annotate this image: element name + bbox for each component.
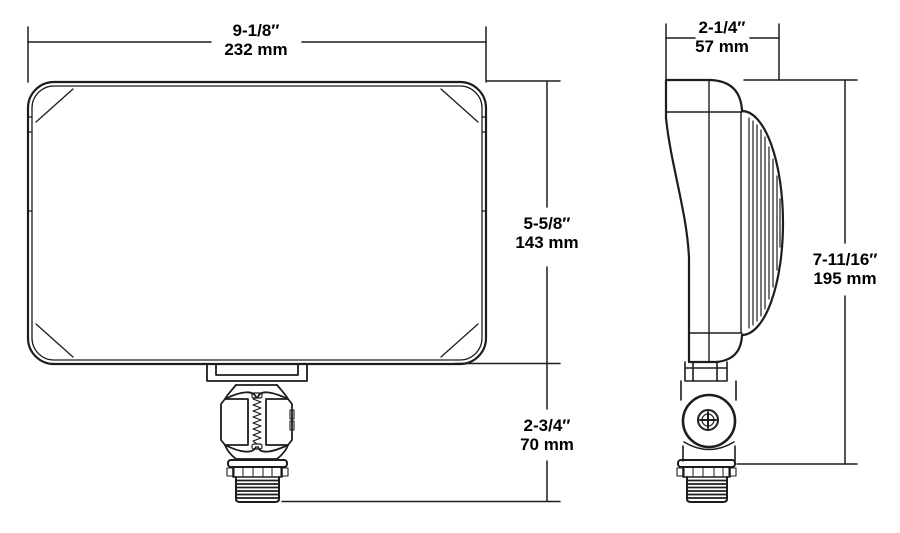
side-threaded-nipple: [686, 476, 728, 503]
stem-flange: [227, 459, 288, 468]
knuckle-pivot-boss: [681, 393, 737, 449]
mounting-bracket: [206, 363, 308, 382]
lock-nut: [226, 466, 289, 478]
dim-front-height-extensions: [454, 80, 561, 365]
knuckle-joint: [220, 384, 295, 460]
corner-chamfer-line: [440, 88, 479, 123]
knuckle-notch: [289, 420, 295, 431]
serration-teeth: [252, 396, 262, 445]
dim-value-inches: 9-1/8″: [232, 21, 280, 40]
dim-value-mm: 195 mm: [813, 269, 877, 288]
thread-lines: [235, 479, 280, 499]
side-knuckle: [680, 380, 737, 462]
corner-chamfer-line: [35, 323, 74, 358]
dim-value-inches: 2-3/4″: [523, 416, 571, 435]
front-housing-bezel: [31, 85, 483, 361]
side-lock-nut: [676, 466, 737, 478]
edge-tick-marks: [27, 116, 487, 212]
knuckle-bottom-lip: [683, 441, 735, 451]
serration-cap: [251, 443, 263, 450]
knuckle-jaw-upper: [224, 391, 289, 400]
corner-chamfer-line: [440, 323, 479, 358]
corner-chamfer-line: [35, 88, 74, 123]
front-housing-outline: [26, 80, 488, 366]
dim-side-height-extensions: [736, 79, 858, 465]
side-housing-outline: [664, 78, 785, 364]
dim-label-side-depth: 2-1/4″ 57 mm: [695, 18, 749, 56]
serration-cap: [251, 392, 263, 399]
knuckle-yoke-sides: [680, 380, 737, 462]
side-view: [664, 78, 785, 503]
dim-value-mm: 232 mm: [224, 40, 288, 59]
dim-value-mm: 57 mm: [695, 37, 749, 56]
dim-value-mm: 143 mm: [515, 233, 579, 252]
dim-front-width-extensions: [27, 26, 487, 83]
front-view: [26, 80, 488, 503]
side-mounting-bracket: [684, 361, 728, 382]
knuckle-jaw-lower: [224, 444, 289, 453]
dim-value-inches: 7-11/16″: [812, 250, 878, 269]
dim-value-inches: 2-1/4″: [698, 18, 746, 37]
dim-value-mm: 70 mm: [520, 435, 574, 454]
knuckle-block-right: [265, 398, 293, 446]
side-dimension-lines: [665, 23, 858, 465]
dim-label-front-height: 5-5/8″ 143 mm: [515, 214, 578, 252]
dim-label-mount-stem-height: 2-3/4″ 70 mm: [520, 416, 574, 454]
side-stem-flange: [677, 459, 736, 468]
dim-side-depth-extensions: [665, 23, 780, 81]
pivot-screw-icon: [697, 409, 719, 431]
knuckle-notch: [289, 409, 295, 420]
dim-value-inches: 5-5/8″: [523, 214, 571, 233]
thread-lines: [686, 479, 728, 499]
lens-fins: [748, 117, 781, 329]
front-dimension-lines: [27, 26, 561, 503]
dim-label-front-width: 9-1/8″ 232 mm: [224, 21, 287, 59]
threaded-nipple: [235, 476, 280, 503]
dim-label-side-overall-height: 7-11/16″ 195 mm: [813, 250, 878, 288]
knuckle-block-left: [220, 398, 249, 446]
